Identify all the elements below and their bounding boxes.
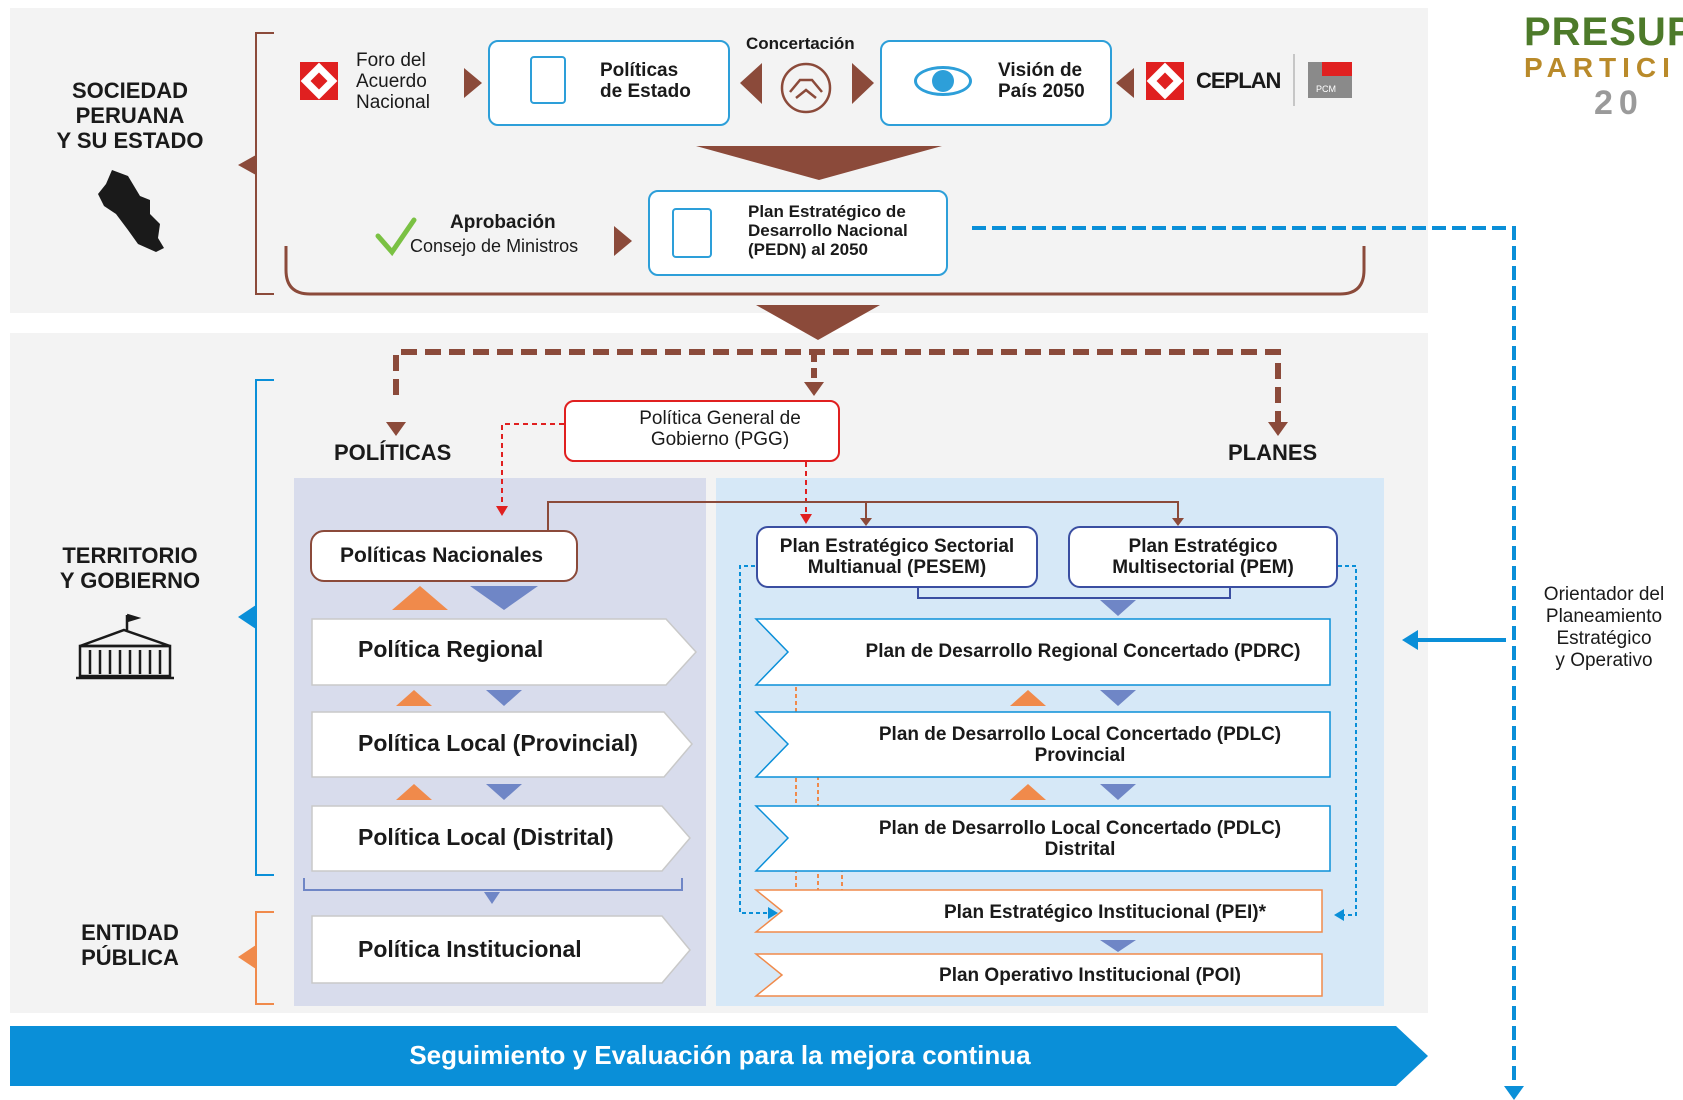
arrow-down-2: [756, 305, 880, 340]
document-icon: [530, 56, 566, 104]
section-territorio-label: TERRITORIO Y GOBIERNO: [59, 543, 201, 593]
arrow-down-1: [696, 146, 942, 180]
vision-box: [880, 40, 1112, 126]
politicas-estado-label: Políticas de Estado: [600, 60, 691, 102]
bracket-entidad: [255, 911, 274, 1005]
plan-poi-shape: [753, 953, 1323, 997]
pcm-logo-icon: [1308, 62, 1352, 98]
ceplan-wordmark: CEPLAN: [1196, 68, 1281, 93]
politica-distrital-shape: [311, 805, 691, 872]
politica-regional-shape: [311, 618, 698, 686]
ceplan-logo-icon: [1146, 62, 1184, 100]
politicas-estado-box: [488, 40, 730, 126]
foro-logo-icon: [300, 62, 338, 100]
pesem-box: Plan Estratégico Sectorial Multianual (P…: [756, 526, 1038, 588]
politica-provincial-shape: [311, 711, 693, 778]
politica-institucional-label: Política Institucional: [358, 936, 582, 962]
planes-header: PLANES: [1228, 440, 1318, 465]
orientador-note: Orientador del Planeamiento Estratégico …: [1543, 584, 1665, 671]
politicas-nacionales-box: Políticas Nacionales: [310, 530, 578, 582]
pem-box: Plan Estratégico Multisectorial (PEM): [1068, 526, 1338, 588]
politica-regional-label: Política Regional: [358, 636, 544, 662]
pgg-label: Política General de Gobierno (PGG): [639, 408, 801, 450]
peru-map-icon: [98, 170, 164, 252]
brand-year: 20: [1594, 84, 1644, 122]
government-building-icon: [76, 613, 174, 680]
plan-pdlc-provincial-shape: [754, 711, 1331, 778]
pgg-box: [564, 400, 840, 462]
foro-label: Foro del Acuerdo Nacional: [356, 50, 430, 113]
plan-pei-label: Plan Estratégico Institucional (PEI)*: [943, 902, 1266, 923]
pedn-label: Plan Estratégico de Desarrollo Nacional …: [748, 202, 908, 259]
aprobacion-subtitle: Consejo de Ministros: [410, 236, 579, 256]
plan-document-icon: [672, 208, 712, 258]
footer-banner-shape: [10, 1026, 1428, 1086]
vision-label: Visión de País 2050: [998, 60, 1085, 102]
plan-poi-label: Plan Operativo Institucional (POI): [939, 965, 1241, 986]
plan-pdrc-label: Plan de Desarrollo Regional Concertado (…: [865, 641, 1301, 662]
section-entidad-label: ENTIDAD PÚBLICA: [81, 920, 179, 970]
pcm-label: PCM: [1316, 84, 1336, 94]
politica-distrital-label: Política Local (Distrital): [358, 824, 614, 850]
section-sociedad-label: SOCIEDAD PERUANA Y SU ESTADO: [56, 78, 204, 153]
pedn-box: [648, 190, 948, 276]
politica-institucional-shape: [311, 915, 691, 984]
aprobacion-title: Aprobación: [450, 212, 556, 233]
plan-pdlc-provincial-label: Plan de Desarrollo Local Concertado (PDL…: [878, 724, 1282, 766]
brand-subtitle: PARTICI: [1524, 52, 1676, 83]
plan-pdrc-shape: [754, 618, 1331, 686]
plan-pdlc-distrital-label: Plan de Desarrollo Local Concertado (PDL…: [878, 818, 1282, 860]
checkmark-icon: [375, 217, 417, 257]
plan-pdlc-distrital-shape: [754, 805, 1331, 872]
eye-icon: [914, 66, 972, 96]
politica-provincial-label: Política Local (Provincial): [358, 730, 638, 756]
bracket-territorio: [255, 379, 274, 876]
politicas-header: POLÍTICAS: [334, 440, 452, 465]
handshake-icon: [780, 62, 832, 114]
footer-label: Seguimiento y Evaluación para la mejora …: [409, 1040, 1031, 1070]
concertacion-label: Concertación: [746, 34, 855, 53]
bracket-sociedad: [255, 32, 274, 295]
eye-pupil-icon: [932, 70, 954, 92]
brand-title: PRESUP: [1524, 10, 1683, 54]
plan-pei-shape: [753, 889, 1323, 933]
